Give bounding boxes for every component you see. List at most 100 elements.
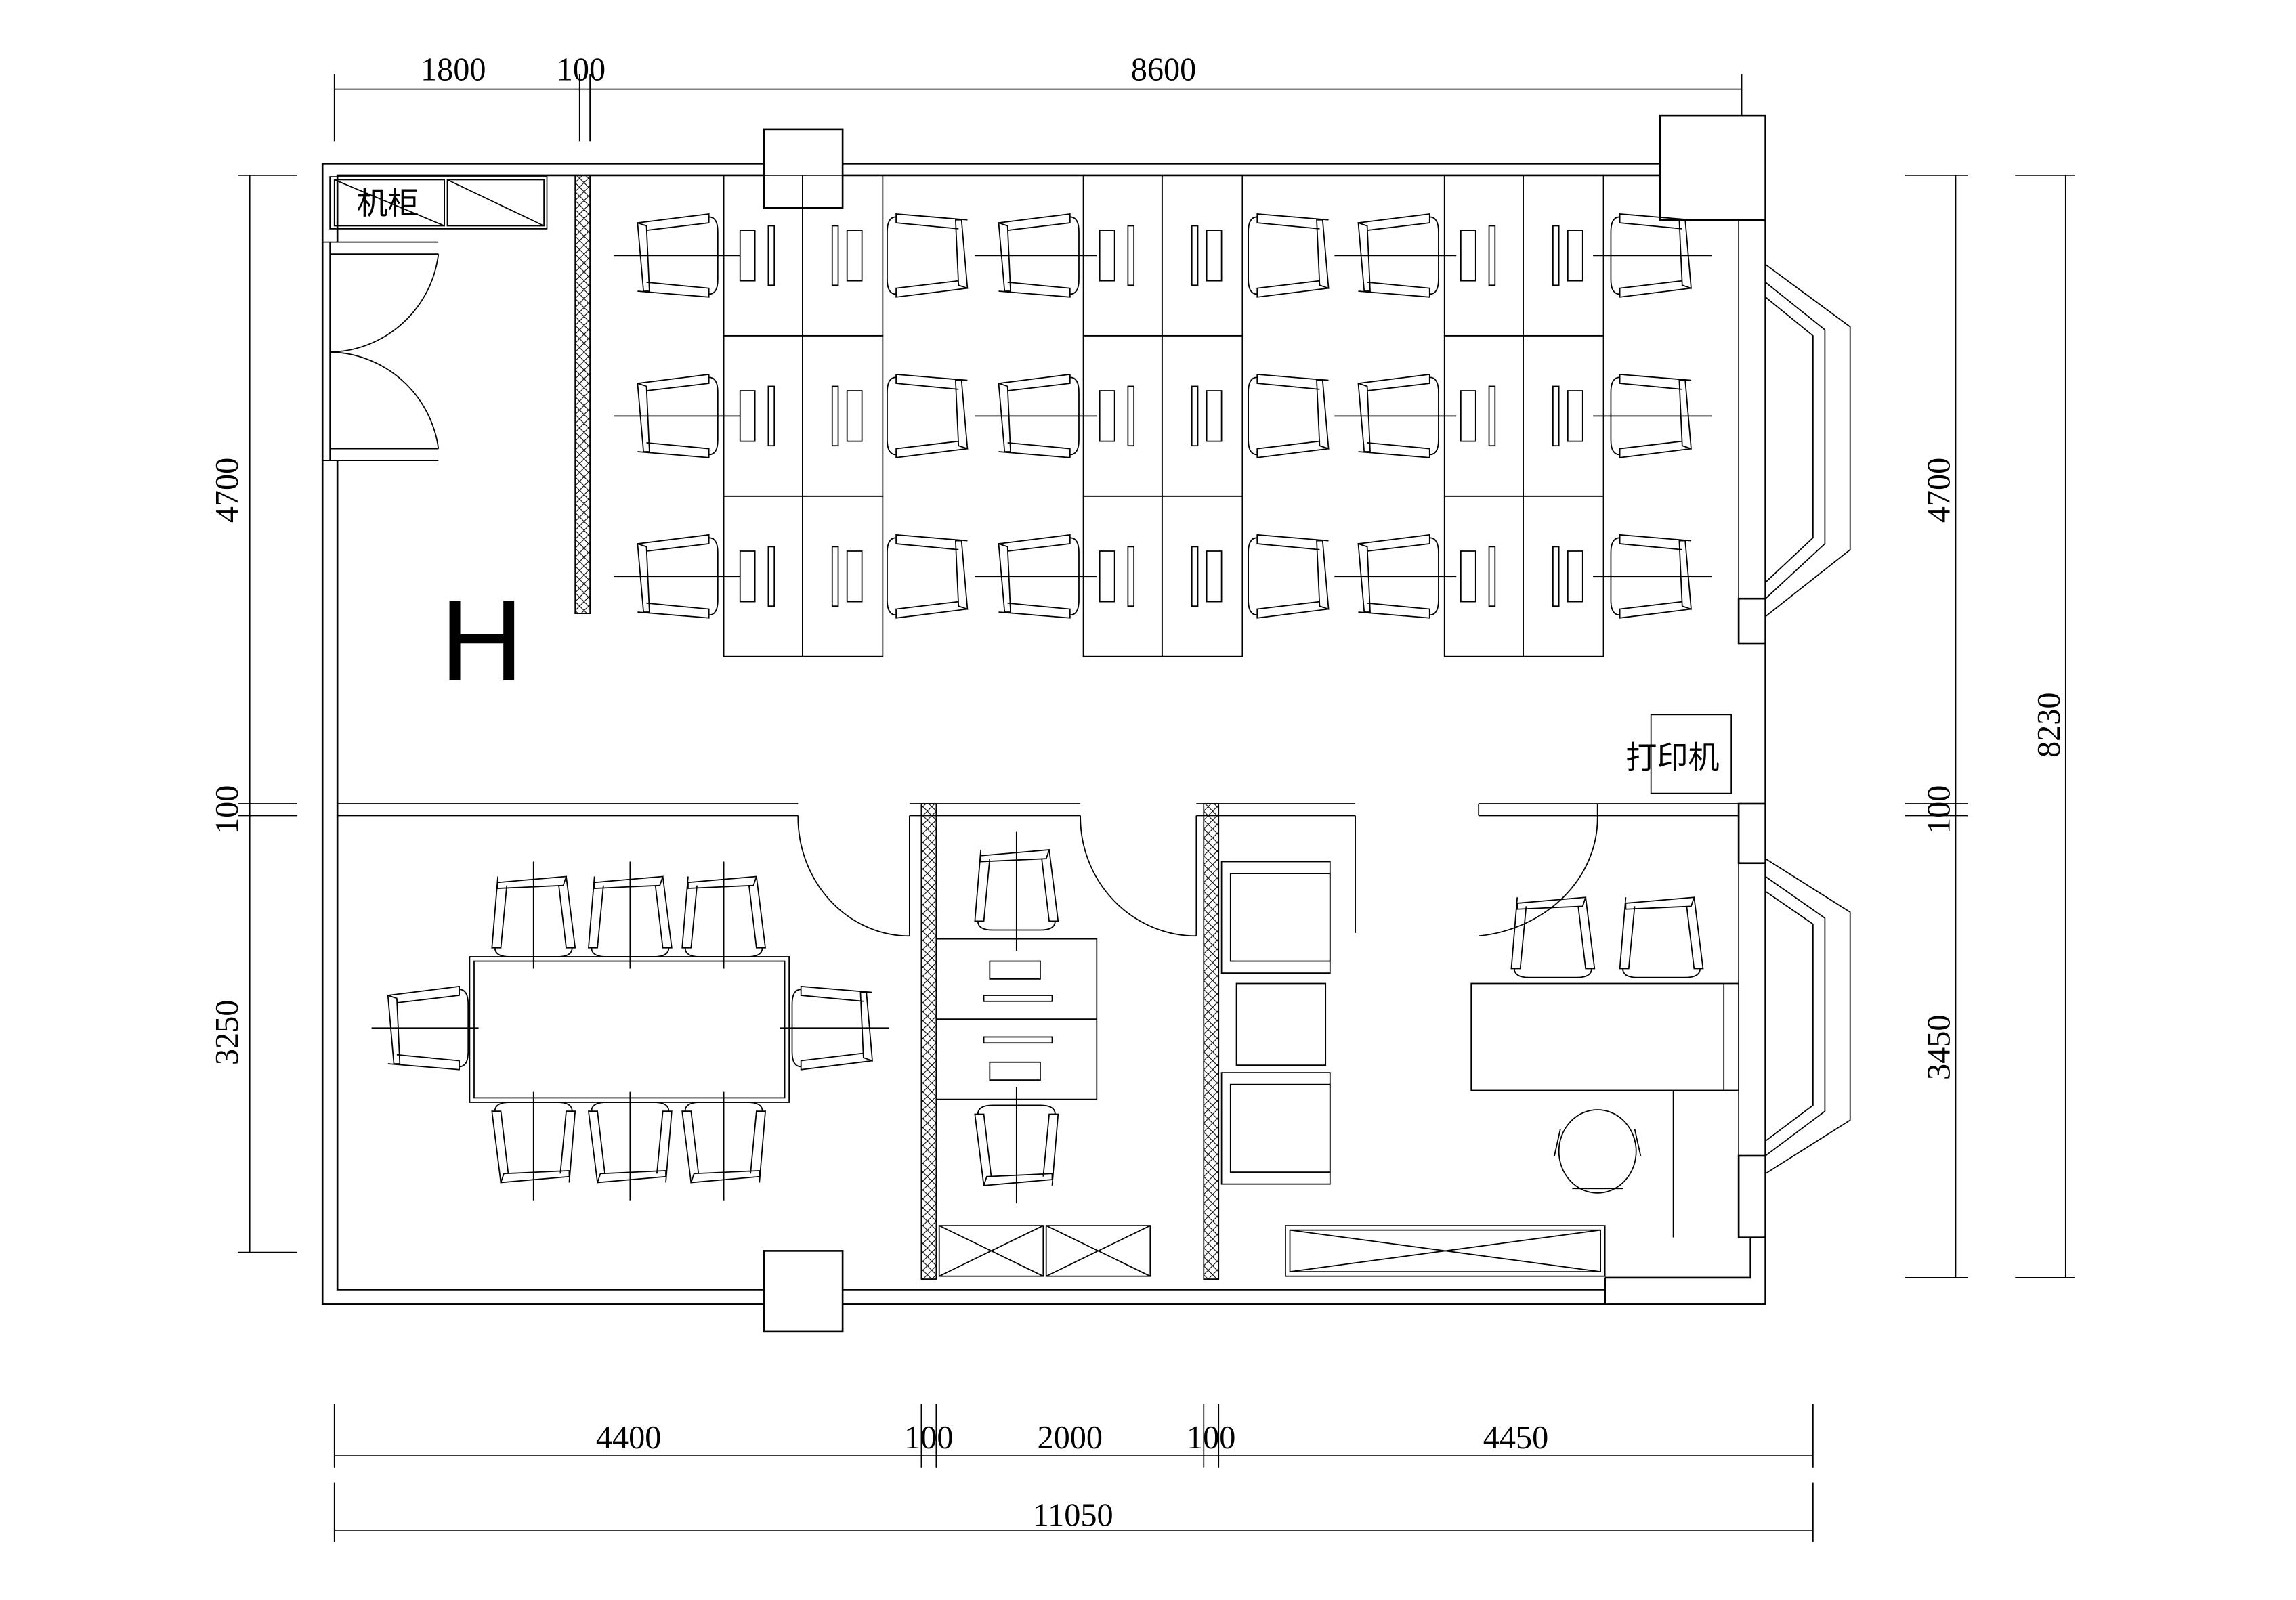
- chair-outline: [681, 1102, 766, 1184]
- chair-outline: [887, 213, 969, 298]
- printer: [1650, 714, 1732, 794]
- dim-top-2: 100: [557, 51, 605, 87]
- monitor: [1206, 230, 1223, 282]
- chair: [1357, 534, 1439, 619]
- chair: [491, 1102, 576, 1184]
- dim-right-2: 100: [1921, 785, 1957, 834]
- chair-outline: [587, 875, 673, 957]
- monitor: [1567, 390, 1583, 442]
- partition-wall: [574, 175, 591, 615]
- monitor: [1099, 230, 1115, 282]
- chair: [1357, 373, 1439, 458]
- keyboard: [1488, 385, 1496, 447]
- chair: [998, 534, 1080, 619]
- chair-outline: [637, 534, 719, 619]
- office-door[interactable]: [1080, 815, 1197, 937]
- keyboard: [767, 546, 775, 607]
- manager-office-door[interactable]: [1355, 815, 1598, 937]
- chair-outline: [387, 985, 469, 1071]
- chair: [1610, 213, 1692, 298]
- keyboard: [831, 385, 839, 447]
- chair: [974, 849, 1059, 931]
- chair: [637, 373, 719, 458]
- dim-left-2: 100: [209, 785, 245, 834]
- chair-outline: [587, 1102, 673, 1184]
- partition-wall: [920, 803, 937, 1280]
- manager-chair-arms: [1554, 1129, 1642, 1190]
- dimension-bottom: [333, 1404, 1814, 1542]
- chair: [998, 373, 1080, 458]
- dim-bottom-4: 100: [1187, 1420, 1235, 1456]
- chair-outline: [491, 1102, 576, 1184]
- keyboard: [1127, 225, 1135, 286]
- monitor: [1460, 390, 1476, 442]
- keyboard: [767, 385, 775, 447]
- chair-outline: [1357, 213, 1439, 298]
- chair: [1510, 896, 1596, 978]
- dim-bottom-3: 2000: [1038, 1420, 1103, 1456]
- interior-wall: [337, 803, 1739, 817]
- chair-outline: [998, 534, 1080, 619]
- chair: [681, 1102, 766, 1184]
- keyboard: [1488, 546, 1496, 607]
- keyboard: [831, 546, 839, 607]
- keyboard: [1488, 225, 1496, 286]
- chair: [587, 875, 673, 957]
- dim-bottom-total: 11050: [1033, 1497, 1113, 1533]
- middle-office-desk: [935, 831, 1098, 1204]
- chair-outline: [637, 373, 719, 458]
- chair: [791, 985, 873, 1071]
- chair-outline: [1610, 373, 1692, 458]
- meeting-room-door[interactable]: [797, 815, 910, 937]
- office-chairs: [974, 849, 1704, 1194]
- chair-outline: [1248, 213, 1330, 298]
- workstation-area: [614, 175, 1712, 657]
- chair-outline: [637, 213, 719, 298]
- chair: [1610, 373, 1692, 458]
- chair-outline: [974, 1104, 1059, 1186]
- dim-top-1: 1800: [421, 51, 486, 87]
- chair: [887, 373, 969, 458]
- dim-left-1: 4700: [209, 458, 245, 523]
- keyboard: [1127, 546, 1135, 607]
- monitor: [846, 230, 863, 282]
- monitor: [846, 390, 863, 442]
- dim-bottom-2: 100: [904, 1420, 953, 1456]
- monitor: [1099, 390, 1115, 442]
- monitor: [1567, 230, 1583, 282]
- chair: [637, 213, 719, 298]
- keyboard: [1552, 546, 1560, 607]
- chair-outline: [1619, 896, 1704, 978]
- chair-outline: [974, 849, 1059, 931]
- manager-chair: [1558, 1109, 1637, 1194]
- chair: [387, 985, 469, 1071]
- chair: [1248, 373, 1330, 458]
- chair-outline: [887, 534, 969, 619]
- chair-outline: [1357, 534, 1439, 619]
- chair-outline: [887, 373, 969, 458]
- chair: [974, 1104, 1059, 1186]
- keyboard: [1191, 546, 1199, 607]
- chair-outline: [998, 213, 1080, 298]
- monitor: [1460, 550, 1476, 603]
- dimension-top: [333, 74, 1743, 142]
- bay-window-upper: [1738, 219, 1851, 618]
- dim-right-1: 4700: [1921, 458, 1957, 523]
- chair: [1357, 213, 1439, 298]
- chair: [587, 1102, 673, 1184]
- monitor: [1567, 550, 1583, 603]
- server-cabinet: [329, 176, 548, 230]
- chair-outline: [1357, 373, 1439, 458]
- entrance-double-door[interactable]: [322, 241, 440, 462]
- chair-outline: [681, 875, 767, 957]
- chair: [887, 534, 969, 619]
- printer-label: 打印机: [1625, 739, 1719, 775]
- monitor: [1206, 390, 1223, 442]
- partition-wall: [1203, 803, 1220, 1280]
- storage-cabinet: [938, 1225, 1606, 1277]
- chair: [491, 875, 576, 957]
- dim-left-3: 3250: [209, 1000, 245, 1066]
- chair-outline: [1248, 373, 1330, 458]
- keyboard: [1552, 385, 1560, 447]
